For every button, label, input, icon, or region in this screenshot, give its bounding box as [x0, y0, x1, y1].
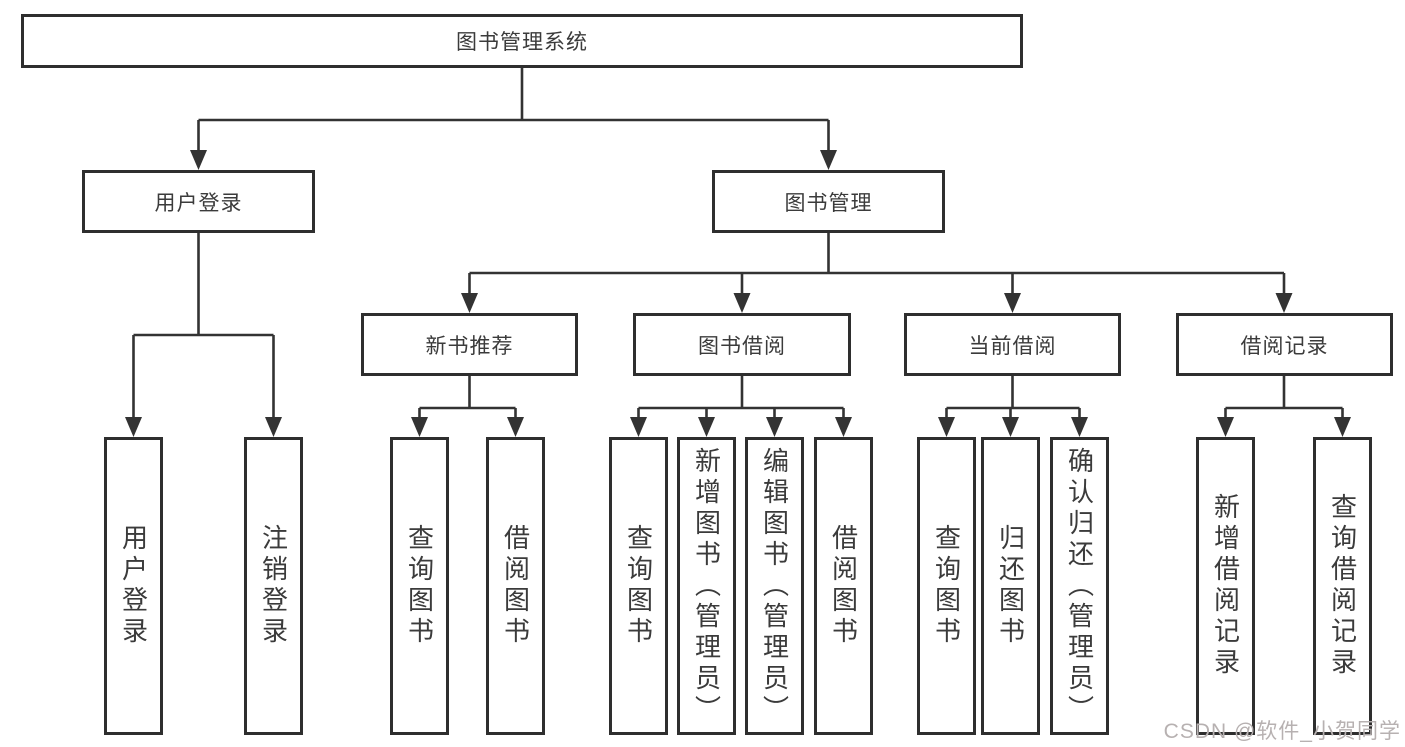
leaf-borrow-books-recommend: 借阅图书: [486, 437, 545, 735]
leaf-return-books: 归还图书: [981, 437, 1040, 735]
leaf-query-books-current: 查询图书: [917, 437, 976, 735]
node-user-login: 用户登录: [82, 170, 315, 233]
node-current-borrow: 当前借阅: [904, 313, 1121, 376]
leaf-query-books-borrow: 查询图书: [609, 437, 668, 735]
node-book-management: 图书管理: [712, 170, 945, 233]
leaf-query-books-recommend: 查询图书: [390, 437, 449, 735]
leaf-user-login: 用户登录: [104, 437, 163, 735]
leaf-borrow-books: 借阅图书: [814, 437, 873, 735]
leaf-query-borrow-record: 查询借阅记录: [1313, 437, 1372, 735]
node-system-root: 图书管理系统: [21, 14, 1023, 68]
connector-paths: [132, 68, 1344, 420]
arrowhead-icons: [125, 150, 1351, 437]
node-new-book-recommend: 新书推荐: [361, 313, 578, 376]
node-book-borrow: 图书借阅: [633, 313, 851, 376]
leaf-add-books-admin: 新增图书（管理员）: [677, 437, 736, 735]
csdn-watermark: CSDN @软件_小贺同学: [1163, 720, 1401, 743]
leaf-logout: 注销登录: [244, 437, 303, 735]
leaf-edit-books-admin: 编辑图书（管理员）: [745, 437, 804, 735]
leaf-confirm-return-admin: 确认归还（管理员）: [1050, 437, 1109, 735]
leaf-add-borrow-record: 新增借阅记录: [1196, 437, 1255, 735]
node-borrow-records: 借阅记录: [1176, 313, 1393, 376]
